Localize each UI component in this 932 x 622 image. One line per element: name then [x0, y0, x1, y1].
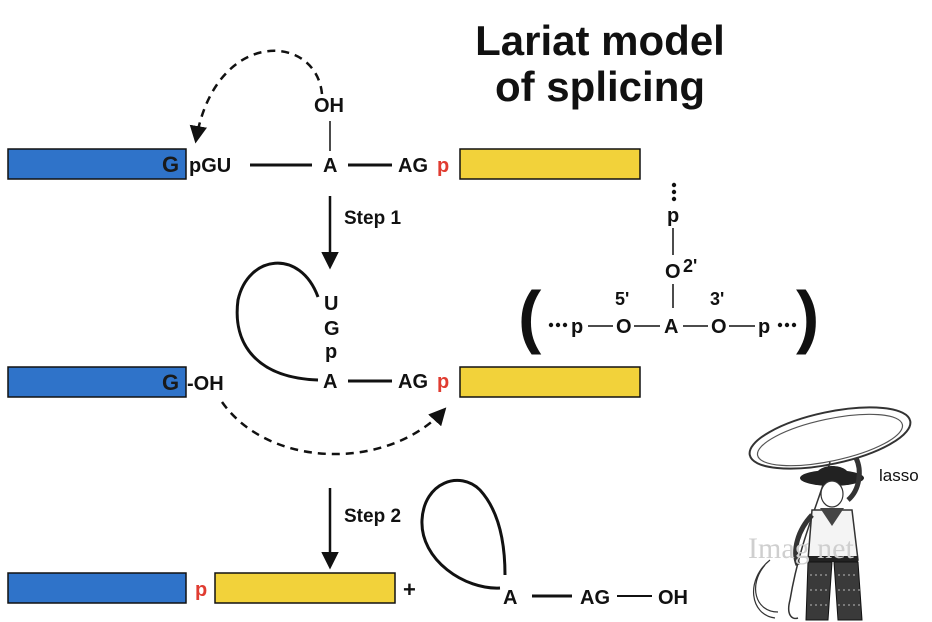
exon2-box [459, 148, 641, 180]
exon1-box-2 [7, 366, 187, 398]
linkage-dot [671, 196, 677, 202]
lariat-oh-label: OH [658, 587, 688, 609]
linkage-dot [671, 189, 677, 195]
branch-linkage-structure: p O 2' ( p O 5' A O 3' p ) [518, 182, 819, 355]
lariat-a-label: A [503, 587, 517, 609]
ag-label-2: AG [398, 371, 428, 393]
lariat-u-label: U [324, 293, 338, 315]
clipart-watermark: Imag net [748, 532, 854, 565]
branch-a-label: A [323, 155, 337, 177]
plus-label: + [403, 577, 416, 602]
exon1-box [7, 148, 187, 180]
lasso-loop-inner [756, 413, 904, 467]
cowboy-chaps [805, 561, 863, 621]
linkage-top-p: p [667, 205, 679, 227]
cowboy-scarf [820, 508, 844, 526]
linkage-5prime: 5' [615, 289, 629, 309]
cowboy-lasso-icon: Imag net [748, 406, 912, 621]
lariat-p-label: p [325, 341, 337, 363]
cowboy-face [820, 480, 844, 508]
linkage-o3: O [711, 316, 727, 338]
bracket-left: ( [518, 277, 542, 355]
lariat-ag-label: AG [580, 587, 610, 609]
pre-mrna-row: G pGU A OH AG p [7, 49, 641, 180]
exon1-g-label-2: G [162, 370, 179, 395]
pgu-label: pGU [189, 155, 231, 177]
linkage-dot [784, 322, 790, 328]
step1-label: Step 1 [344, 208, 401, 229]
exon2-box-2 [459, 366, 641, 398]
attack-arrow-1 [189, 49, 324, 144]
cowboy-belt [808, 556, 858, 562]
free-oh-label: -OH [187, 373, 224, 395]
phosphate-p-label-2: p [437, 371, 449, 393]
title-line-2: of splicing [495, 63, 705, 110]
linkage-2prime: 2' [683, 256, 697, 276]
linkage-dot [555, 322, 561, 328]
products-row: p + A AG OH [7, 479, 688, 609]
step2-label: Step 2 [344, 506, 401, 527]
cowboy-chaps-pattern [810, 574, 861, 606]
linkage-left-p: p [571, 316, 583, 338]
linkage-3prime: 3' [710, 289, 724, 309]
exon2-box-3 [214, 572, 396, 604]
linkage-right-p: p [758, 316, 770, 338]
lasso-coil [753, 559, 779, 619]
exon1-box-3 [7, 572, 187, 604]
lasso-loop [748, 406, 912, 470]
diagram-title: Lariat model of splicing [440, 18, 760, 110]
title-line-1: Lariat model [475, 17, 725, 64]
bracket-right: ) [796, 277, 819, 355]
ag-label: AG [398, 155, 428, 177]
branch-a-label-2: A [323, 371, 337, 393]
cowboy-left-arm [793, 513, 814, 566]
ligated-p-label: p [195, 579, 207, 601]
linkage-dot [562, 322, 568, 328]
oh-label: OH [314, 95, 344, 117]
exon1-g-label: G [162, 152, 179, 177]
linkage-a: A [664, 316, 678, 338]
excised-lariat-loop [420, 479, 507, 590]
lasso-label: lasso [879, 466, 919, 485]
lariat-g-label: G [324, 318, 340, 340]
linkage-dot [791, 322, 797, 328]
linkage-dot [548, 322, 554, 328]
linkage-dot [777, 322, 783, 328]
linkage-o5: O [616, 316, 632, 338]
lariat-intermediate-row: G -OH U G p A AG p [7, 261, 641, 456]
phosphate-p-label: p [437, 155, 449, 177]
cowboy-hat-crown [815, 466, 850, 478]
linkage-dot [671, 182, 677, 188]
linkage-o2: O [665, 261, 681, 283]
lariat-loop [235, 261, 320, 382]
attack-arrow-2 [220, 401, 447, 456]
cowboy-arm [846, 456, 862, 502]
